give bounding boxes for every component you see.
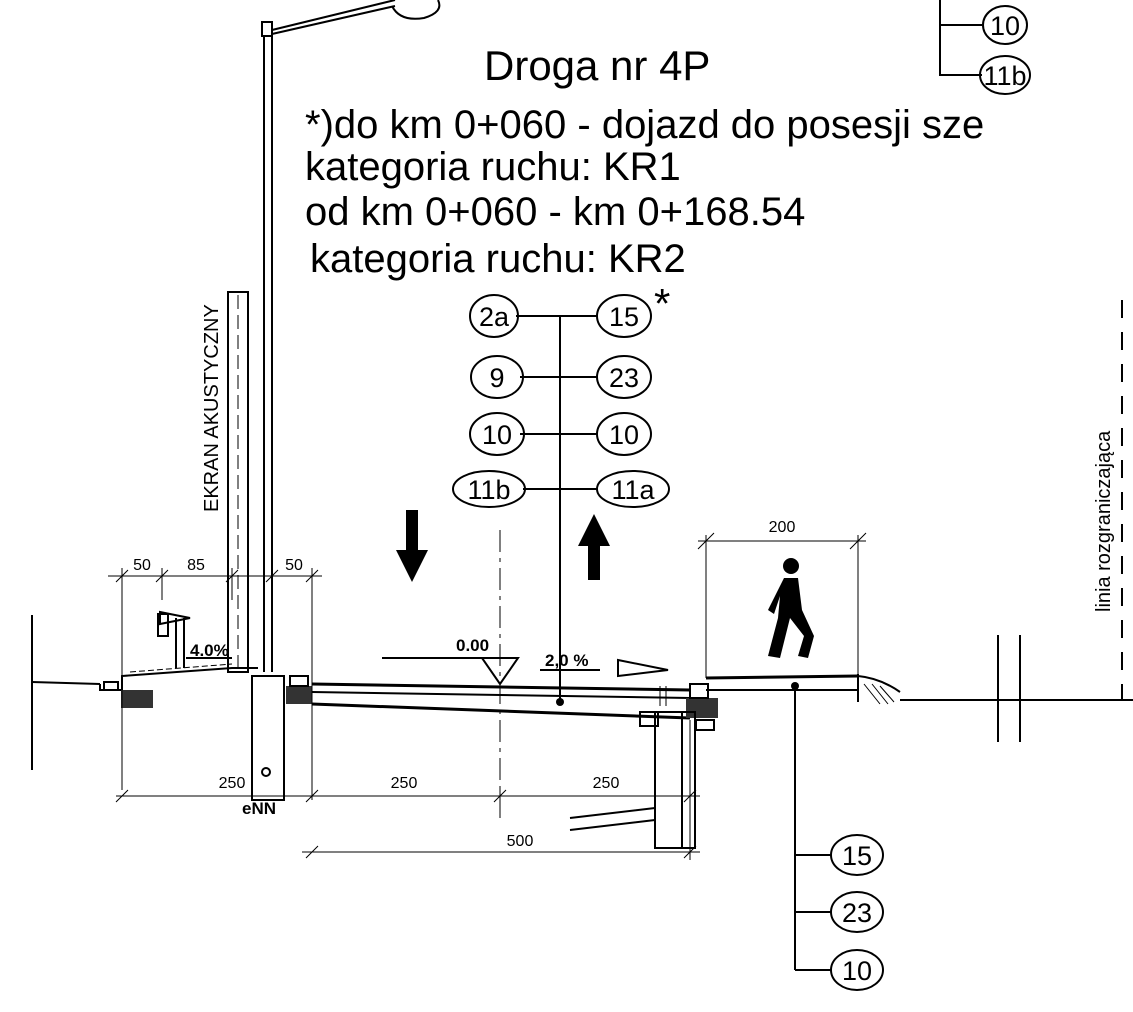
curb-road-left bbox=[286, 686, 312, 704]
callout-center-15: 15 bbox=[609, 302, 639, 332]
slope-left-label: 4.0% bbox=[190, 641, 229, 660]
arrow-up-icon bbox=[578, 514, 610, 580]
note-line-1: *)do km 0+060 - dojazd do posesji sze bbox=[305, 103, 984, 147]
callout-center-23: 23 bbox=[609, 363, 639, 393]
dim-bottom-250-right: 250 bbox=[593, 775, 620, 792]
callout-group-bottom: 15 23 10 bbox=[791, 682, 884, 991]
curb-left-block bbox=[121, 690, 153, 708]
boundary-line-label: linia rozgraniczająca bbox=[1093, 430, 1115, 612]
note-line-3: od km 0+060 - km 0+168.54 bbox=[305, 190, 805, 234]
note-line-2: kategoria ruchu: KR1 bbox=[305, 145, 681, 189]
drawing-title: Droga nr 4P bbox=[484, 42, 710, 89]
callout-top-right-10: 10 bbox=[990, 11, 1020, 41]
callout-center-10-right: 10 bbox=[609, 420, 639, 450]
street-lamp-icon bbox=[261, 0, 441, 672]
road-structure bbox=[31, 615, 1133, 849]
elevation-marker bbox=[382, 657, 520, 686]
dim-sidewalk-200: 200 bbox=[769, 519, 796, 536]
callout-center-2a: 2a bbox=[479, 302, 510, 332]
pedestrian-icon bbox=[768, 558, 814, 658]
dimension-sidewalk bbox=[697, 532, 867, 678]
dim-bottom-250-left: 250 bbox=[219, 775, 246, 792]
dim-bottom-250-center: 250 bbox=[391, 775, 418, 792]
callout-center-11a: 11a bbox=[611, 475, 655, 505]
elevation-label: 0.00 bbox=[456, 636, 489, 655]
enn-label: eNN bbox=[242, 799, 276, 818]
callout-bottom-anchor-dot bbox=[791, 682, 799, 690]
slope-road-indicator bbox=[540, 658, 669, 678]
guardrail-icon bbox=[157, 610, 191, 668]
slope-road-label: 2,0 % bbox=[545, 651, 588, 670]
dim-bottom-500: 500 bbox=[507, 833, 534, 850]
asterisk-mark: * bbox=[654, 280, 670, 327]
callout-center-anchor-dot bbox=[556, 698, 564, 706]
note-line-4: kategoria ruchu: KR2 bbox=[310, 237, 686, 281]
dim-top-85: 85 bbox=[187, 557, 205, 574]
callout-bottom-23: 23 bbox=[842, 898, 872, 928]
callout-group-center: 2a 9 10 11b 15 23 10 11a bbox=[452, 294, 670, 706]
callout-group-top-right: 10 11b bbox=[939, 0, 1031, 95]
callout-top-right-11b: 11b bbox=[983, 61, 1026, 91]
curb-road-right bbox=[686, 698, 718, 718]
dim-top-50-right: 50 bbox=[285, 557, 303, 574]
callout-bottom-15: 15 bbox=[842, 841, 872, 871]
arrow-down-icon bbox=[396, 510, 428, 582]
callout-bottom-10: 10 bbox=[842, 956, 872, 986]
callout-center-10-left: 10 bbox=[482, 420, 512, 450]
dim-top-50-left: 50 bbox=[133, 557, 151, 574]
callout-center-11b: 11b bbox=[467, 475, 510, 505]
acoustic-screen bbox=[227, 291, 249, 673]
dimension-bottom bbox=[115, 720, 700, 860]
dimension-top-left bbox=[108, 568, 322, 800]
acoustic-screen-label: EKRAN AKUSTYCZNY bbox=[201, 304, 223, 512]
callout-center-9: 9 bbox=[489, 363, 504, 393]
